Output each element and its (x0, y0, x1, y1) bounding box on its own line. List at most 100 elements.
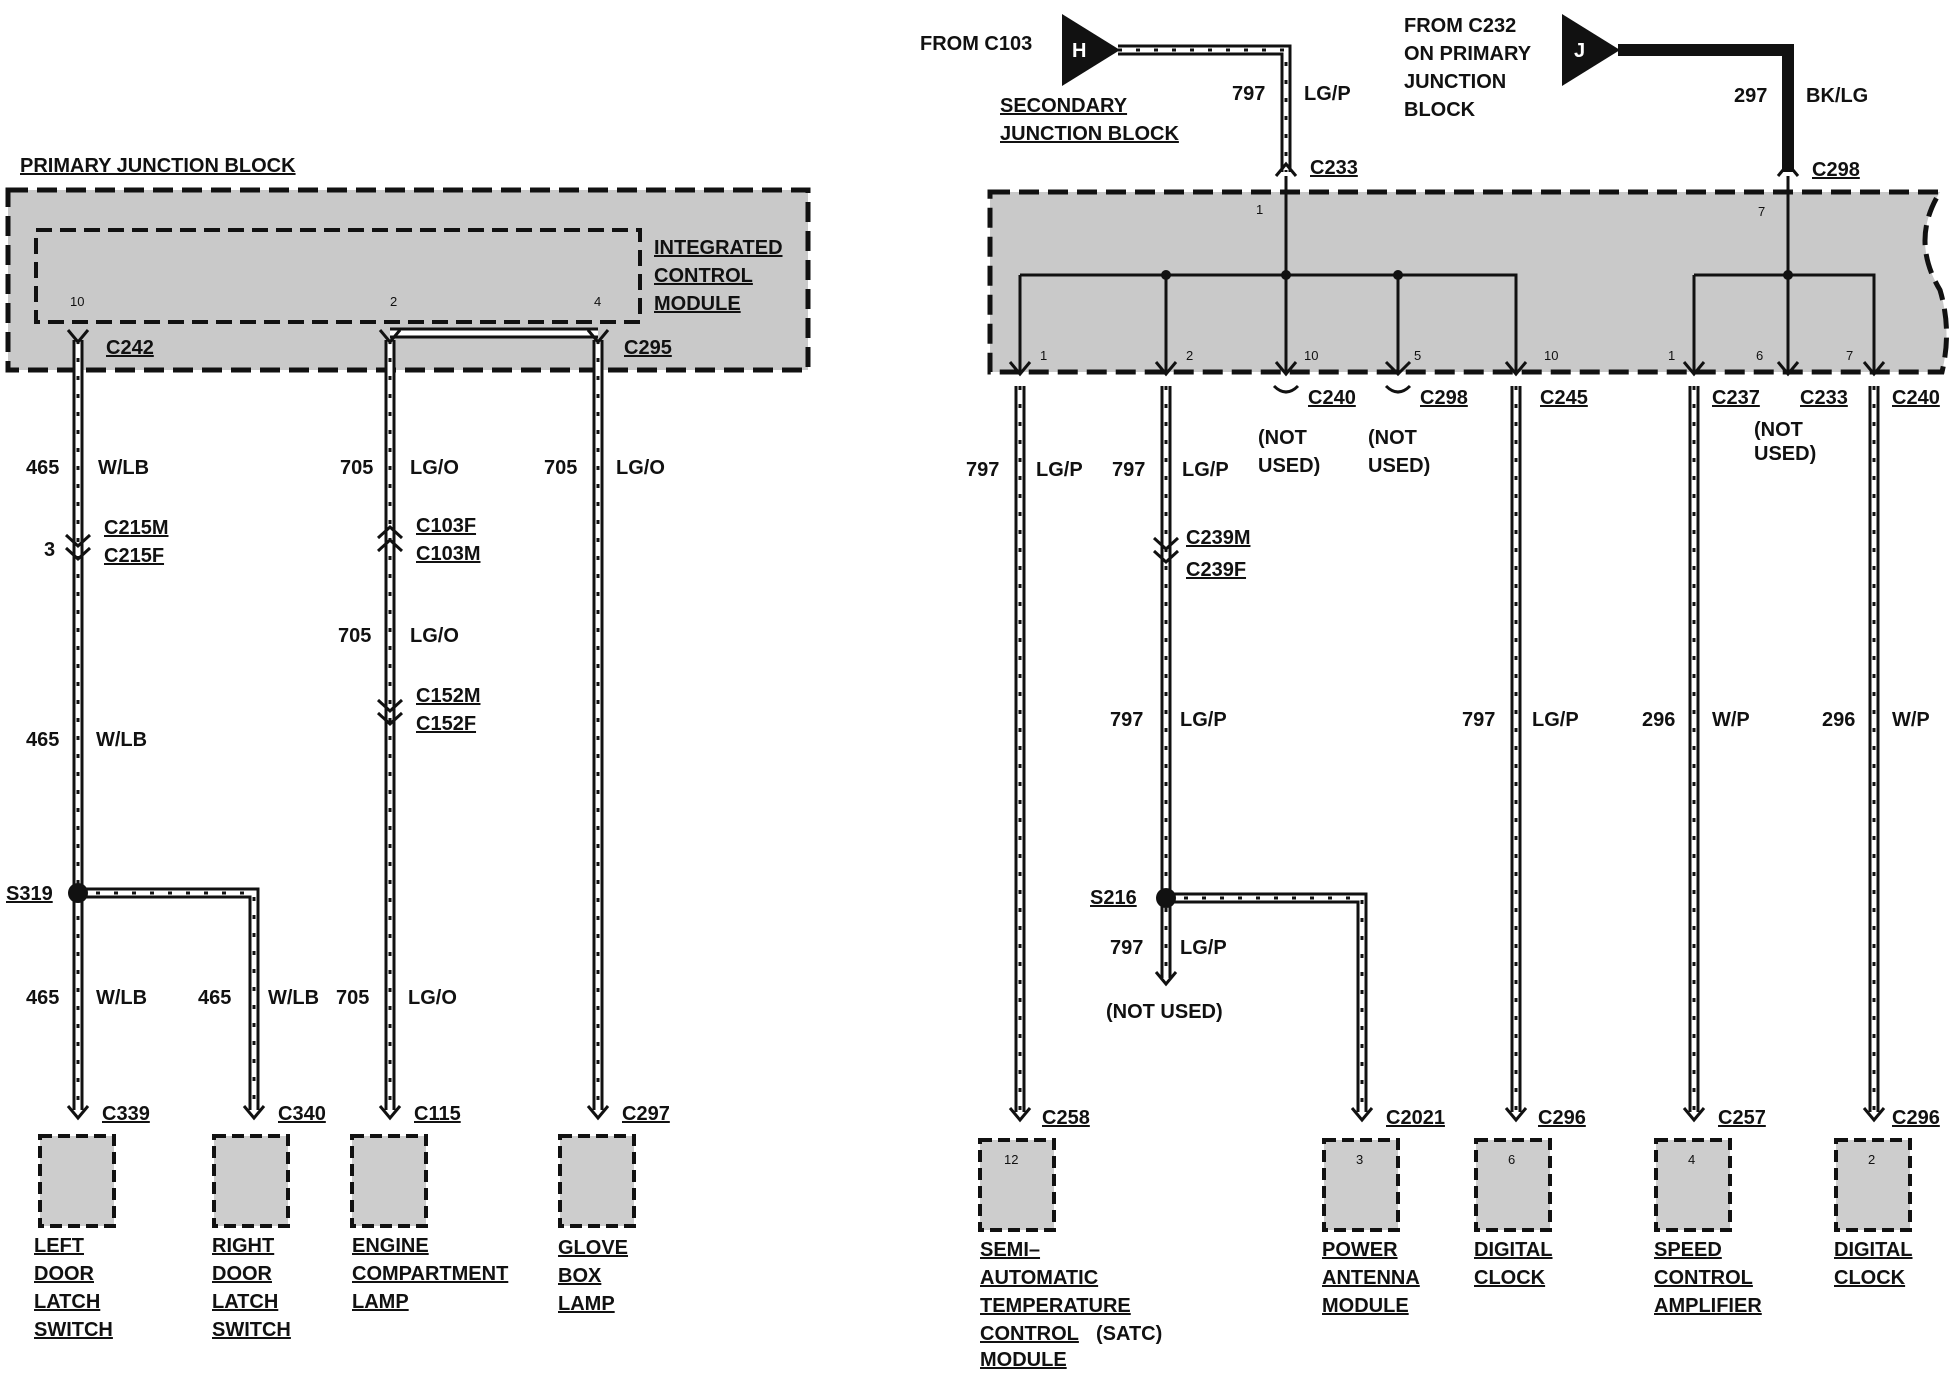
block-pin: 10 (1544, 348, 1558, 363)
component-name: LAMP (558, 1293, 615, 1315)
c237-label: C237 (1712, 387, 1760, 409)
circuit-color: LG/P (1304, 83, 1351, 105)
component-pin: 12 (1004, 1152, 1018, 1167)
c295-connector-mark-a (378, 329, 402, 345)
primary-junction-block-title: PRIMARY JUNCTION BLOCK (20, 155, 296, 177)
circuit-num: 797 (1110, 937, 1143, 959)
digital-clock-right-box (1834, 1138, 1912, 1232)
icm-pin-2: 2 (390, 294, 397, 309)
h-input-wire (1118, 44, 1292, 172)
circuit-num: 296 (1822, 709, 1855, 731)
digital-clock-box (1474, 1138, 1552, 1232)
s216-splice (1156, 888, 1176, 908)
c339-label: C339 (102, 1103, 150, 1125)
c339-connector-mark (66, 1105, 90, 1121)
c258-connector-mark (1008, 1107, 1032, 1123)
circuit-num: 705 (544, 457, 577, 479)
integrated-control-module-box (34, 228, 642, 324)
circuit-num: 297 (1734, 85, 1767, 107)
not-used-label: USED) (1754, 443, 1816, 465)
icm-label-line2: CONTROL (654, 265, 753, 287)
c115-connector-mark (378, 1105, 402, 1121)
c298-top-label: C298 (1812, 159, 1860, 181)
component-name: LEFT (34, 1235, 84, 1257)
c295-connector-mark-b (586, 329, 610, 345)
s319-label: S319 (6, 883, 53, 905)
circuit-color: W/LB (98, 457, 149, 479)
icm-pin-4: 4 (594, 294, 601, 309)
secondary-junction-block-line2: JUNCTION BLOCK (1000, 123, 1179, 145)
c152m-label: C152M (416, 685, 480, 707)
component-name: CONTROL (980, 1323, 1079, 1345)
c239-inline-connector (1152, 536, 1180, 565)
c233-top-label: C233 (1310, 157, 1358, 179)
block-pin: 7 (1846, 348, 1853, 363)
component-name: BOX (558, 1265, 602, 1287)
component-name: CLOCK (1834, 1267, 1906, 1289)
block-pin: 5 (1414, 348, 1421, 363)
from-c232-line1: FROM C232 (1404, 15, 1516, 37)
circuit-color: BK/LG (1806, 85, 1868, 107)
engine-compartment-lamp-box (350, 1134, 428, 1228)
circuit-num: 465 (26, 987, 59, 1009)
c233-top-connector-mark (1274, 161, 1298, 177)
component-name: AUTOMATIC (980, 1267, 1098, 1289)
circuit-color: W/P (1892, 709, 1930, 731)
circuit-color: LG/P (1532, 709, 1579, 731)
c239f-label: C239F (1186, 559, 1246, 581)
left-door-latch-switch-box (38, 1134, 116, 1228)
c296-right-label: C296 (1892, 1107, 1940, 1129)
c152-inline-connector (376, 698, 404, 727)
j-letter: J (1574, 40, 1585, 62)
glove-box-lamp-box (558, 1134, 636, 1228)
c258-label: C258 (1042, 1107, 1090, 1129)
circuit-color: LG/O (616, 457, 665, 479)
component-name: DOOR (212, 1263, 273, 1285)
c2021-label: C2021 (1386, 1107, 1445, 1129)
block-pin: 1 (1040, 348, 1047, 363)
c298-label: C298 (1420, 387, 1468, 409)
component-name: ENGINE (352, 1235, 429, 1257)
c242-label: C242 (106, 337, 154, 359)
c297-connector-mark (586, 1105, 610, 1121)
right-door-latch-switch-box (212, 1134, 290, 1228)
c215f-label: C215F (104, 545, 164, 567)
c2021-connector-mark (1350, 1107, 1374, 1123)
s216-label: S216 (1090, 887, 1137, 909)
right-wires (1014, 386, 1880, 1112)
component-name: LATCH (34, 1291, 100, 1313)
c257-label: C257 (1718, 1107, 1766, 1129)
component-name: MODULE (980, 1349, 1067, 1371)
circuit-color: LG/P (1182, 459, 1229, 481)
circuit-num: 797 (1112, 459, 1145, 481)
component-name: SEMI– (980, 1239, 1040, 1261)
component-name: DIGITAL (1474, 1239, 1553, 1261)
c240-right-label: C240 (1892, 387, 1940, 409)
circuit-color: LG/P (1180, 937, 1227, 959)
s319-splice (68, 883, 88, 903)
component-name: LATCH (212, 1291, 278, 1313)
from-c232-line2: ON PRIMARY (1404, 43, 1532, 65)
c152f-label: C152F (416, 713, 476, 735)
circuit-num: 465 (26, 729, 59, 751)
circuit-color: LG/O (410, 457, 459, 479)
satc-module-box (978, 1138, 1056, 1232)
block-pin-1: 1 (1256, 202, 1263, 217)
c242-connector-mark (66, 329, 90, 345)
component-name: TEMPERATURE (980, 1295, 1131, 1317)
icm-label-line3: MODULE (654, 293, 741, 315)
c340-connector-mark (242, 1105, 266, 1121)
block-pin-7: 7 (1758, 204, 1765, 219)
circuit-num: 797 (1110, 709, 1143, 731)
primary-junction-block (5, 187, 811, 373)
component-name: CLOCK (1474, 1267, 1546, 1289)
block-pin: 10 (1304, 348, 1318, 363)
circuit-color: LG/O (410, 625, 459, 647)
component-name: SWITCH (212, 1319, 291, 1341)
secondary-junction-block-line1: SECONDARY (1000, 95, 1128, 117)
component-name: POWER (1322, 1239, 1398, 1261)
circuit-num: 705 (340, 457, 373, 479)
j-input-wire (1618, 44, 1794, 172)
component-pin: 4 (1688, 1152, 1695, 1167)
